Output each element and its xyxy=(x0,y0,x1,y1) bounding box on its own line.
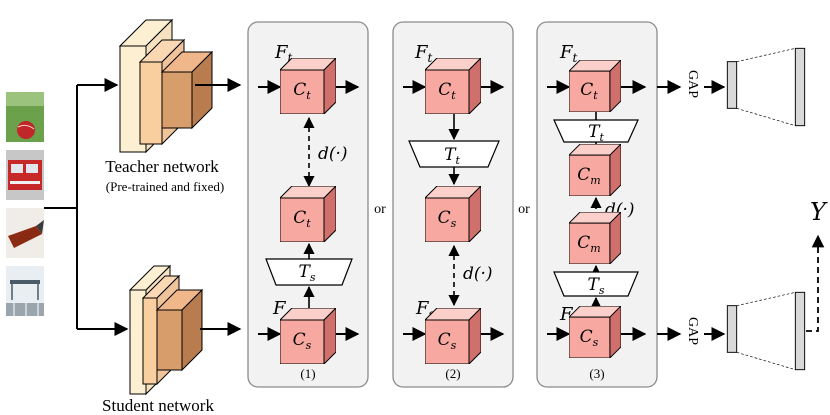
output-dashed-arrow xyxy=(806,234,825,332)
fire-truck-thumbnail xyxy=(6,150,44,200)
input-arrows xyxy=(44,78,129,336)
panel-1-cube-bottom xyxy=(280,308,336,364)
student-network-label: Student network xyxy=(102,396,214,415)
panel-2-caption: (2) xyxy=(445,366,460,381)
panel-1-cube-mid-label: Ct xyxy=(293,208,311,230)
panel-1-cube-mid xyxy=(280,186,336,242)
panel-3-cube-top-label: Ct xyxy=(580,80,598,102)
panel-1-cube-bottom-label: Cs xyxy=(293,330,312,352)
panel-2-transform xyxy=(408,140,500,168)
panel-3-transform-bottom-label: Ts xyxy=(588,275,605,297)
panel-1-transform-label: Ts xyxy=(299,262,316,284)
panel-2-feature-top: Ft xyxy=(414,42,433,65)
panel-2-cube-bottom-label: Cs xyxy=(438,330,457,352)
student-network-icon xyxy=(128,264,204,396)
panel-1-transform xyxy=(265,258,353,286)
panel-1-caption: (1) xyxy=(300,366,315,381)
panel-3-transform-top xyxy=(553,119,639,143)
or-label-1: or xyxy=(374,202,386,217)
panel-1: Ft Ct d(·) Ct Ts Fs Cs (1) xyxy=(247,21,369,388)
panel-1-cube-top-label: Ct xyxy=(293,80,311,102)
panel-2-transform-label: Tt xyxy=(444,145,460,167)
panel-3: Ft Ct Tt Cm d(·) Cm Ts Fs Cs (3) xyxy=(536,21,658,388)
teacher-network-icon xyxy=(118,18,214,154)
gap-top-label: GAP xyxy=(685,70,700,98)
panel-3-cube-m1-label: Cm xyxy=(577,165,600,187)
or-label-2: or xyxy=(518,202,530,217)
panel-2-cube-mid xyxy=(425,186,481,242)
panel-2-cube-mid-label: Cs xyxy=(438,208,457,230)
panel-3-cube-m2-label: Cm xyxy=(577,233,600,255)
panel-3-caption: (3) xyxy=(589,366,604,381)
panel-3-transform-top-label: Tt xyxy=(588,122,604,144)
panel-3-cube-top xyxy=(569,60,621,112)
panel-2-cube-top xyxy=(425,58,481,114)
teacher-note-label: (Pre-trained and fixed) xyxy=(106,179,224,194)
teacher-head-block xyxy=(726,47,806,127)
student-head-block xyxy=(726,291,806,371)
teacher-network-label: Teacher network xyxy=(105,157,219,176)
patio-furniture-thumbnail xyxy=(6,266,44,316)
panel-1-cube-top xyxy=(280,58,336,114)
cricket-ball-thumbnail xyxy=(6,92,44,142)
panel-3-cube-bottom-label: Cs xyxy=(580,327,599,349)
input-images xyxy=(6,92,44,316)
gap-bottom-label: GAP xyxy=(685,317,700,345)
panel-2-cube-bottom xyxy=(425,308,481,364)
panel-2: Ft Ct Tt Cs d(·) Fs Cs (2) xyxy=(392,21,514,388)
fountain-pen-thumbnail xyxy=(6,208,44,258)
output-y-label: Y xyxy=(810,198,828,226)
panel-1-feature-top: Ft xyxy=(274,42,293,65)
panel-2-distance-label: d(·) xyxy=(463,264,493,284)
panel-3-transform-bottom xyxy=(553,271,639,297)
panel-2-cube-top-label: Ct xyxy=(438,80,456,102)
panel-3-cube-bottom xyxy=(569,306,621,358)
panel-3-feature-top: Ft xyxy=(559,42,578,65)
panel-1-distance-label: d(·) xyxy=(318,144,348,164)
